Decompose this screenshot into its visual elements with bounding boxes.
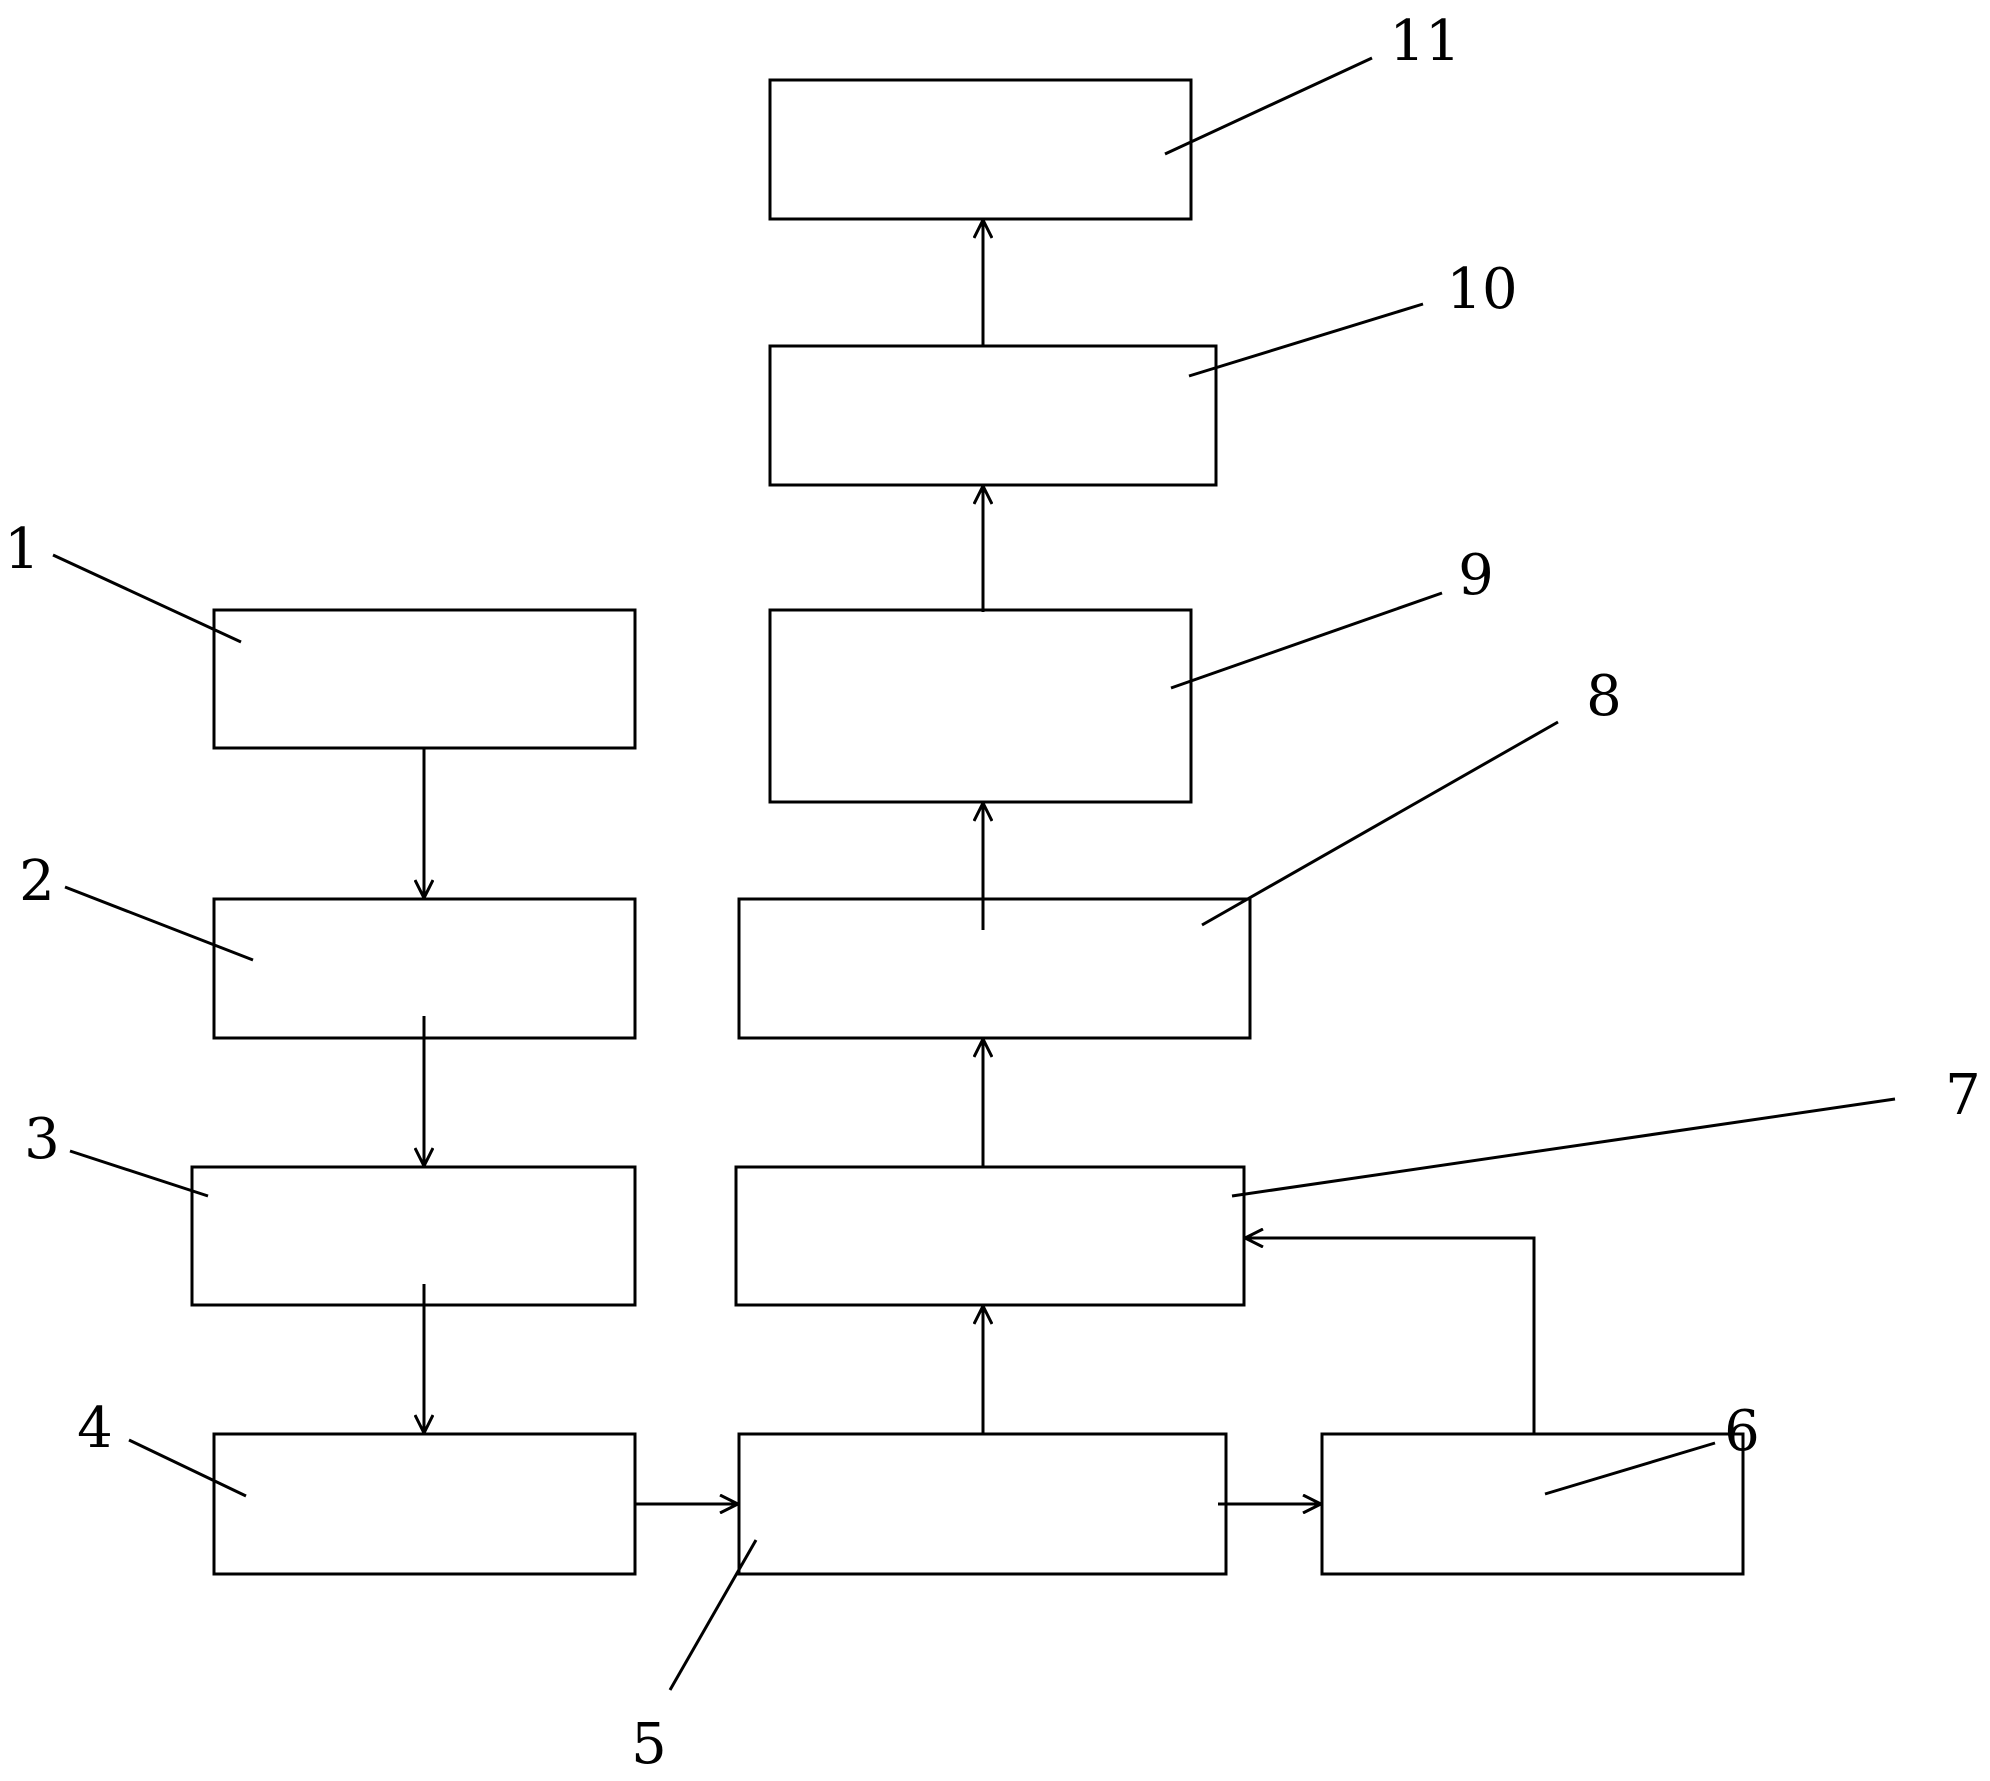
leader-7 [1231,1097,1896,1198]
label-6: 6 [1724,1399,1760,1464]
leader-4 [128,1438,247,1498]
block-5 [737,1432,1228,1576]
leader-9 [1170,591,1443,690]
block-4 [212,1432,637,1576]
label-3: 3 [24,1107,60,1172]
leader-11 [1164,56,1373,156]
block-7 [734,1165,1246,1307]
leader-6 [1544,1441,1716,1496]
leader-10 [1188,302,1424,378]
block-10 [768,344,1218,487]
leader-2 [64,885,254,962]
block-3 [190,1165,637,1307]
block-11 [768,78,1193,221]
label-8: 8 [1586,664,1622,729]
leader-8 [1201,720,1559,927]
block-1 [212,608,637,750]
block-8 [737,897,1252,1040]
leader-5 [668,1539,758,1691]
block-6 [1320,1432,1745,1576]
leader-1 [52,553,242,644]
leader-3 [69,1149,209,1198]
label-9: 9 [1458,543,1494,608]
label-2: 2 [19,849,55,914]
arrow-6-to-7 [1245,1238,1536,1434]
label-11: 11 [1389,9,1460,74]
block-9 [768,608,1193,804]
label-10: 10 [1446,257,1517,322]
label-5: 5 [631,1712,667,1777]
label-1: 1 [4,517,40,582]
label-4: 4 [77,1396,113,1461]
block-2 [212,897,637,1040]
label-7: 7 [1945,1063,1981,1128]
